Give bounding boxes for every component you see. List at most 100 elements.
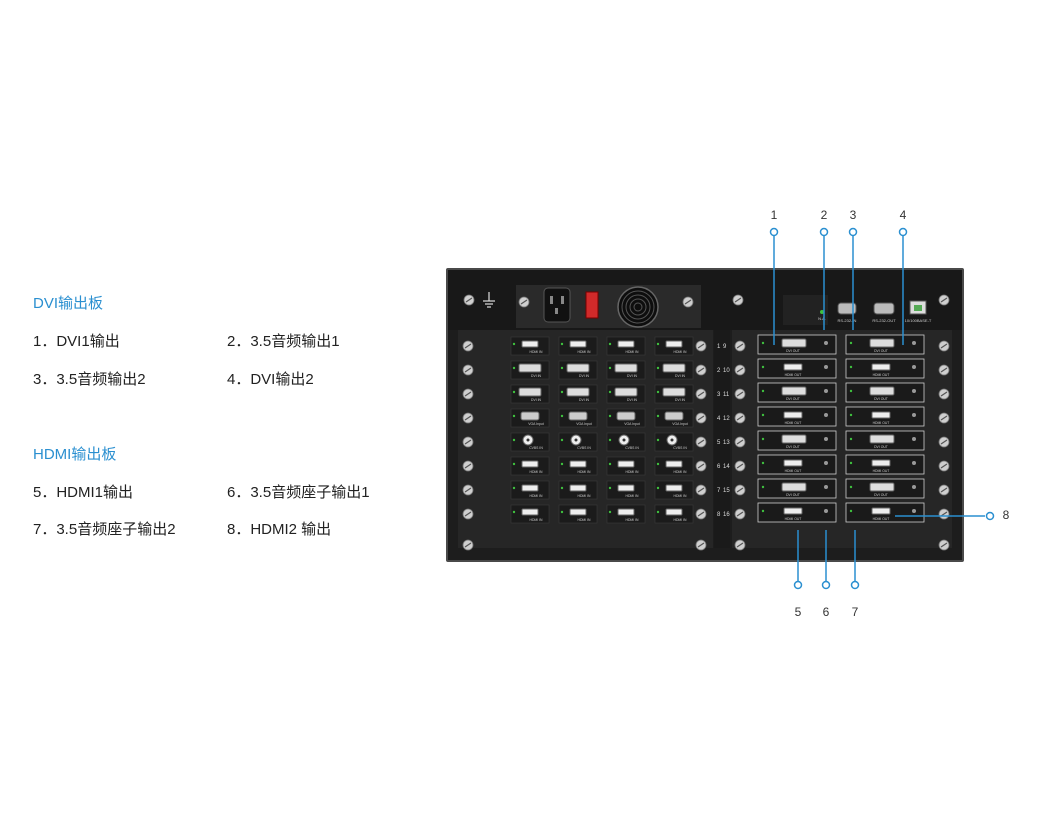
hdmi-connector-icon (617, 508, 635, 516)
callout-dot-top (819, 227, 829, 237)
bnc-pin (622, 438, 626, 442)
screw-icon (462, 508, 474, 520)
dvi-out-connector-icon (781, 482, 807, 492)
audio-jack-icon (912, 509, 916, 513)
screw-icon (732, 294, 744, 306)
screw-icon (734, 412, 746, 424)
input-led (512, 462, 516, 466)
screw-slot (464, 439, 472, 445)
input-led (608, 390, 612, 394)
dvi-out-connector-icon (869, 386, 895, 396)
screw-icon (734, 340, 746, 352)
hdmi-out-connector-icon (783, 411, 803, 419)
screw-icon (695, 484, 707, 496)
output-led (761, 413, 765, 417)
input-label: HDMI IN (626, 470, 640, 474)
screw-slot (464, 487, 472, 493)
output-label: HDMI OUT (873, 517, 890, 521)
dvi-connector-icon (518, 363, 542, 373)
screw-icon (462, 412, 474, 424)
input-label: DVI IN (579, 398, 590, 402)
fan-ring (621, 290, 655, 324)
audio-jack-icon (824, 413, 828, 417)
callout-8: 8 (1002, 508, 1010, 522)
channel-number-right: 9 (723, 344, 727, 350)
output-label: HDMI OUT (785, 517, 802, 521)
channel-number-right: 16 (723, 512, 730, 518)
vga-connector-icon (520, 411, 540, 421)
channel-number-left: 1 (717, 344, 721, 350)
output-label: DVI OUT (786, 493, 800, 497)
output-led (849, 485, 853, 489)
screw-slot (464, 415, 472, 421)
input-label: HDMI IN (530, 470, 544, 474)
input-label: DVI IN (675, 398, 686, 402)
input-label: HDMI IN (626, 350, 640, 354)
screw-slot (940, 297, 948, 303)
output-label: HDMI OUT (873, 469, 890, 473)
screw-icon (462, 460, 474, 472)
callout-2: 2 (820, 208, 828, 222)
input-led (512, 366, 516, 370)
screw-icon (695, 508, 707, 520)
callout-dot-top (769, 227, 779, 237)
bnc-pin (526, 438, 530, 442)
input-led (512, 390, 516, 394)
input-led (656, 462, 660, 466)
hdmi-out-connector-icon (871, 363, 891, 371)
input-led (608, 510, 612, 514)
dvi-connector-icon (662, 387, 686, 397)
input-label: CVBS IN (529, 446, 543, 450)
fan-ring (633, 302, 643, 312)
hdmi-out-connector-icon (783, 363, 803, 371)
callout-1: 1 (770, 208, 778, 222)
dvi-connector-icon (614, 387, 638, 397)
hdmi-connector-icon (665, 508, 683, 516)
screw-slot (940, 439, 948, 445)
output-led (761, 437, 765, 441)
legend-item-audio-jack2: 7．3.5音频座子输出2 (33, 521, 176, 538)
legend-item-dvi1: 1．DVI1输出 (33, 333, 120, 350)
input-label: CVBS IN (625, 446, 639, 450)
screw-slot (697, 343, 705, 349)
port-label: RS-232-IN (838, 318, 857, 323)
channel-number-right: 13 (723, 440, 730, 446)
input-label: HDMI IN (530, 494, 544, 498)
dvi-out-connector-icon (869, 434, 895, 444)
na-led (820, 310, 824, 314)
input-led (608, 486, 612, 490)
audio-jack-icon (824, 365, 828, 369)
hdmi-connector-icon (617, 340, 635, 348)
screw-slot (736, 487, 744, 493)
screw-icon (734, 508, 746, 520)
rs232-out-port-icon (873, 302, 895, 315)
screw-icon (462, 388, 474, 400)
output-led (761, 365, 765, 369)
audio-jack-icon (824, 485, 828, 489)
screw-slot (697, 439, 705, 445)
screw-icon (938, 484, 950, 496)
output-led (761, 389, 765, 393)
screw-slot (464, 391, 472, 397)
input-led (512, 342, 516, 346)
output-led (761, 485, 765, 489)
output-label: DVI OUT (786, 397, 800, 401)
screw-icon (938, 436, 950, 448)
input-led (560, 510, 564, 514)
screw-icon (695, 460, 707, 472)
input-label: HDMI IN (674, 350, 688, 354)
callout-6: 6 (822, 605, 830, 619)
input-led (560, 414, 564, 418)
audio-jack-icon (824, 341, 828, 345)
hdmi-out-connector-icon (871, 507, 891, 515)
input-label: HDMI IN (578, 350, 592, 354)
input-led (560, 486, 564, 490)
screw-icon (938, 388, 950, 400)
input-label: CVBS IN (577, 446, 591, 450)
callout-dot-top (898, 227, 908, 237)
input-label: VGA Input (528, 422, 544, 426)
screw-icon (938, 340, 950, 352)
screw-icon (938, 460, 950, 472)
